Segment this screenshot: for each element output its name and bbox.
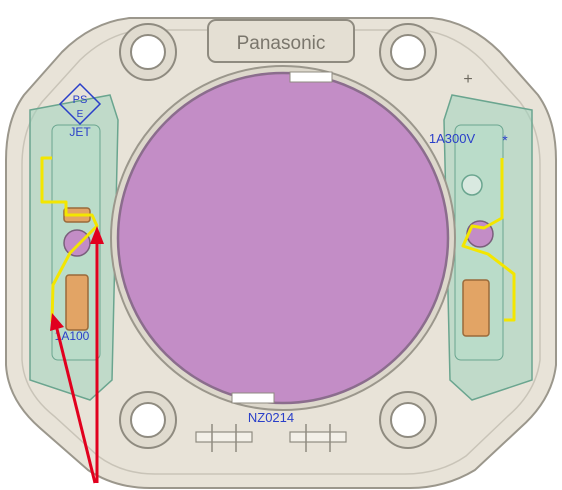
right-terminal-clip (462, 279, 490, 337)
arrow-to-left-clip (54, 324, 97, 484)
arrow-to-left-clip-head (50, 313, 64, 331)
left-terminal-pin (63, 229, 91, 257)
cert-mark-bottom: JET (69, 125, 91, 139)
bottom-foot-right (289, 424, 347, 452)
left-code-label: 1A100 (55, 329, 90, 343)
mounting-hole-top-left (119, 23, 177, 81)
pointer-arrows (50, 226, 104, 484)
arrow-to-left-pin-head (90, 226, 104, 244)
right-yellow-highlight (461, 158, 516, 322)
central-disc (116, 71, 450, 405)
mounting-hole-top-right (379, 23, 437, 81)
mounting-hole-bottom-right (379, 391, 437, 449)
disc-tab-top (289, 71, 333, 83)
plus-mark: + (463, 71, 472, 88)
cert-mark-top: PS (73, 94, 88, 106)
disc-tab-bottom (231, 392, 275, 404)
left-terminal-clip (65, 274, 89, 331)
brand-plate (207, 19, 355, 63)
part-code-label: NZ0214 (248, 410, 294, 425)
right-terminal-eye (461, 174, 483, 196)
rating-label: 1A300V (429, 131, 476, 146)
rating-symbol: * (502, 132, 508, 148)
mounting-hole-bottom-left (119, 391, 177, 449)
brand-label: Panasonic (237, 33, 326, 54)
cert-mark: PS E JET (58, 82, 102, 139)
bottom-foot-left (195, 424, 253, 452)
left-yellow-highlight (40, 156, 99, 323)
cert-mark-mid: E (77, 109, 84, 120)
